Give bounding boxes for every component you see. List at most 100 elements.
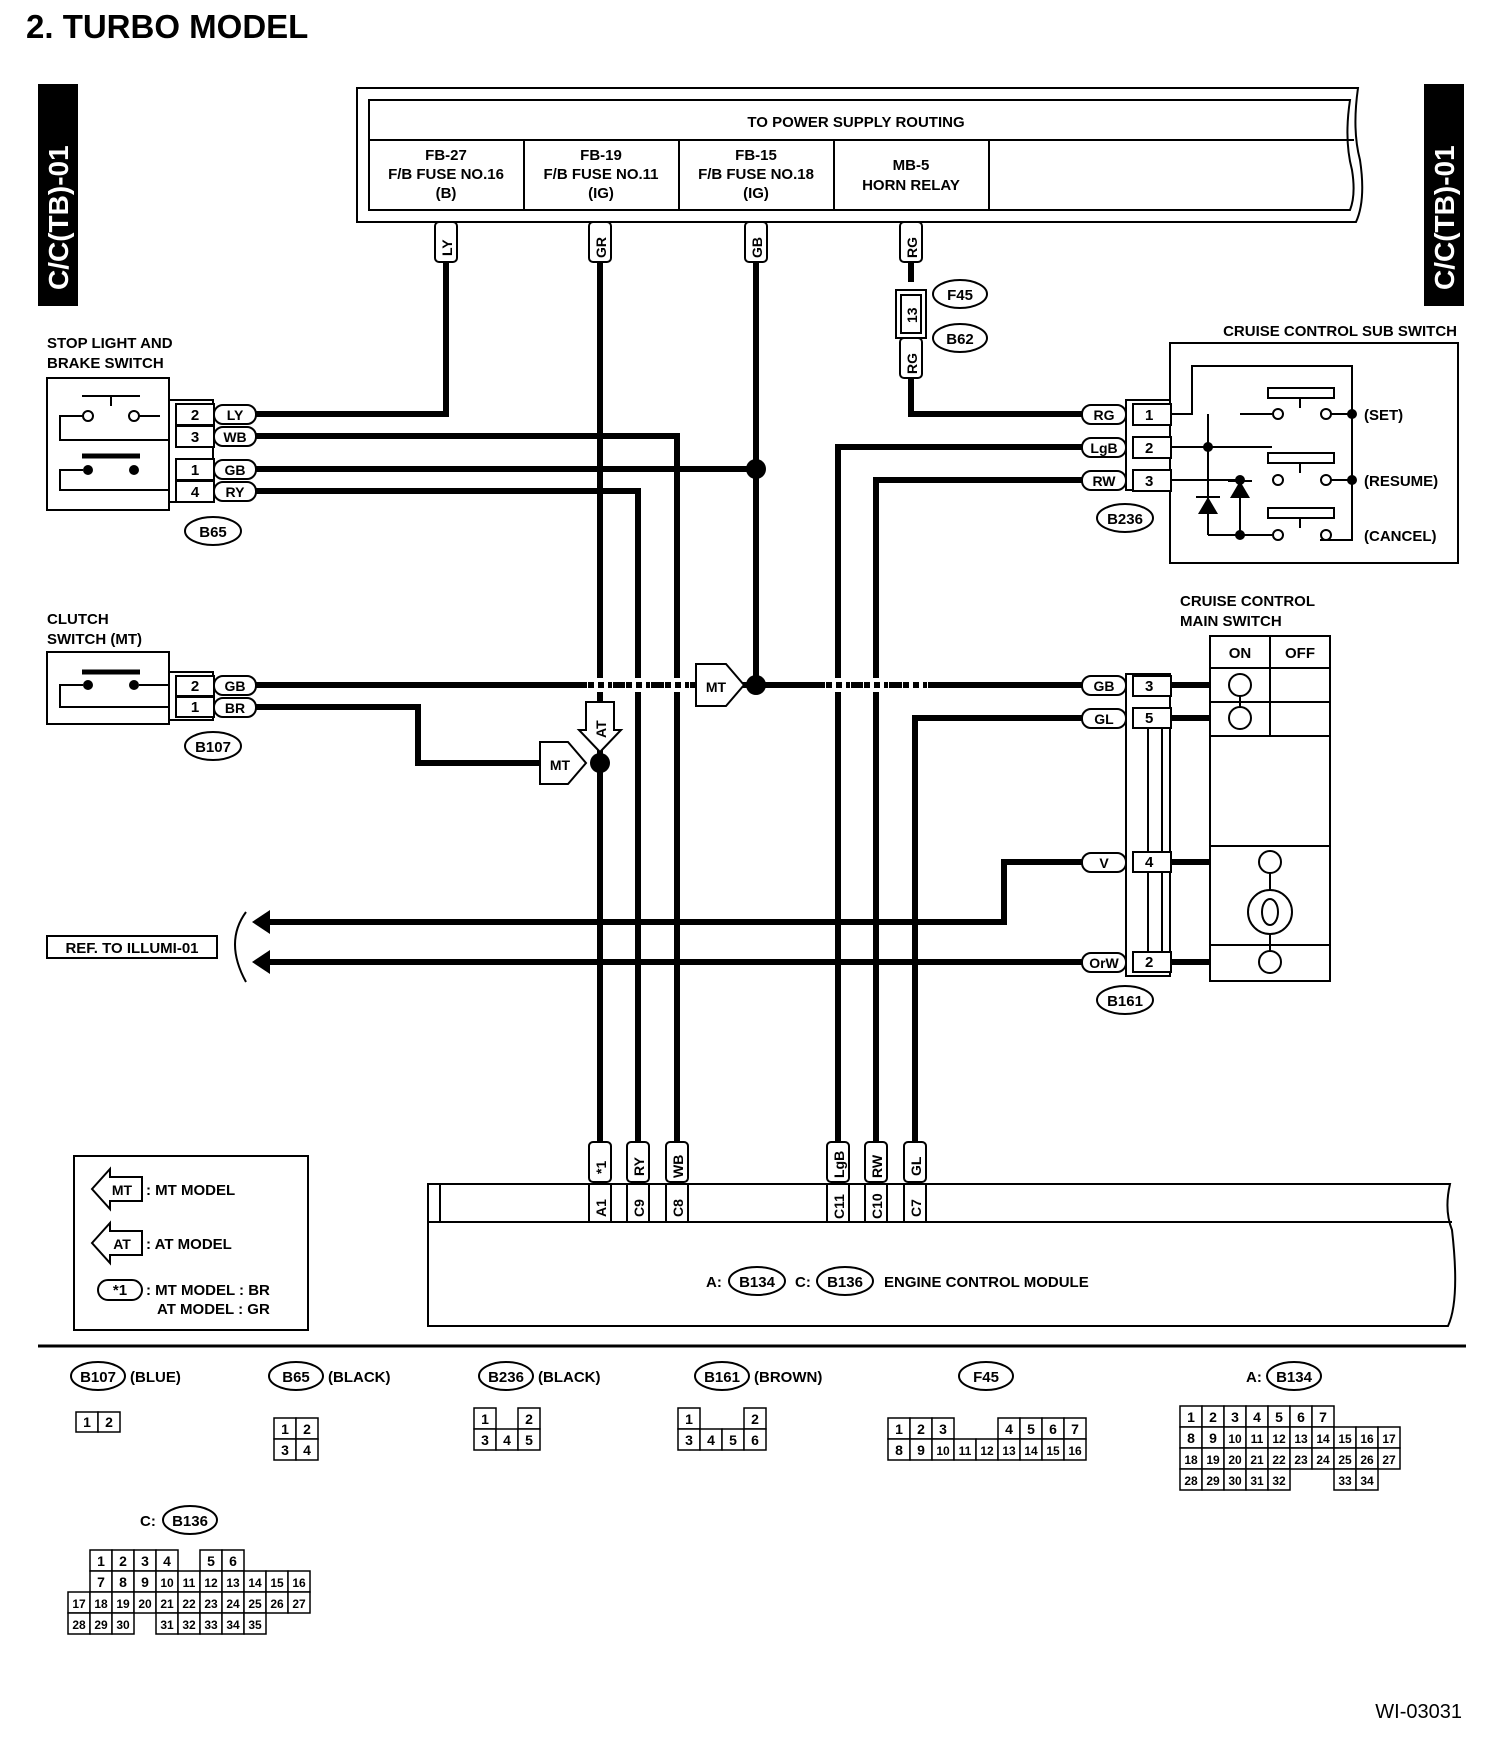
pin-number: 1 bbox=[83, 1414, 91, 1430]
at-flag: AT bbox=[576, 701, 624, 754]
splice-connector: 13 RG F45 B62 bbox=[895, 279, 988, 379]
pin-number: 33 bbox=[204, 1618, 218, 1632]
side-tag-left: C/C(TB)-01 bbox=[38, 84, 78, 306]
svg-text:4: 4 bbox=[191, 484, 200, 501]
pin-number: 29 bbox=[1206, 1474, 1220, 1488]
svg-text:3: 3 bbox=[191, 429, 199, 446]
svg-text:OFF: OFF bbox=[1285, 645, 1315, 662]
pin-number: 16 bbox=[292, 1576, 306, 1590]
connector-tag: B62 bbox=[946, 331, 974, 348]
svg-text:*1: *1 bbox=[113, 1282, 127, 1299]
pin-cell bbox=[1063, 1438, 1087, 1461]
wire-tag: LY bbox=[439, 239, 455, 256]
pin-number: 1 bbox=[97, 1553, 105, 1569]
pin-number: 13 bbox=[226, 1576, 240, 1590]
pin-number: 23 bbox=[204, 1597, 218, 1611]
connector-tag: F45 bbox=[973, 1369, 999, 1386]
ecm-terminal: C9 bbox=[631, 1199, 647, 1217]
fuse-desc: F/B FUSE NO.18 bbox=[698, 166, 814, 183]
svg-text:13: 13 bbox=[904, 307, 920, 323]
connector-tag: B161 bbox=[704, 1369, 740, 1386]
pin-number: 2 bbox=[525, 1411, 533, 1427]
svg-text:SWITCH (MT): SWITCH (MT) bbox=[47, 631, 142, 648]
wire-tag: GL bbox=[1094, 711, 1114, 727]
svg-text:2: 2 bbox=[1145, 440, 1153, 457]
pin-number: 17 bbox=[72, 1597, 86, 1611]
pin-number: 4 bbox=[303, 1442, 311, 1458]
connector-tag: B236 bbox=[1107, 511, 1143, 528]
pin-number: 19 bbox=[1206, 1453, 1220, 1467]
connector-views: B107 (BLUE) B65 (BLACK) B236 (BLACK) B16… bbox=[70, 1361, 1322, 1535]
pin-number: 1 bbox=[1187, 1409, 1195, 1425]
pin-number: 28 bbox=[72, 1618, 86, 1632]
wire-tag: RY bbox=[631, 1156, 647, 1176]
pin-number: 22 bbox=[182, 1597, 196, 1611]
pin-number: 15 bbox=[270, 1576, 284, 1590]
connector-tag: B136 bbox=[827, 1274, 863, 1291]
svg-text:C:: C: bbox=[795, 1274, 811, 1291]
wires bbox=[252, 262, 1210, 1150]
pin-number: 5 bbox=[1027, 1421, 1035, 1437]
fuse-id: FB-19 bbox=[580, 147, 622, 164]
svg-text:: MT MODEL : BR: : MT MODEL : BR bbox=[146, 1282, 270, 1299]
pin-number: 4 bbox=[503, 1432, 511, 1448]
pin-number: 15 bbox=[1338, 1432, 1352, 1446]
pin-number: 4 bbox=[1005, 1421, 1013, 1437]
svg-text:MT: MT bbox=[706, 679, 727, 695]
pin-number: 8 bbox=[895, 1442, 903, 1458]
wire-tag: GB bbox=[1094, 678, 1115, 694]
svg-text:(BROWN): (BROWN) bbox=[754, 1369, 822, 1386]
connector-tag: B236 bbox=[488, 1369, 524, 1386]
svg-text:MT: MT bbox=[112, 1182, 133, 1198]
wire-tag: *1 bbox=[593, 1161, 609, 1174]
svg-text:MT: MT bbox=[550, 757, 571, 773]
ecm-terminal: C10 bbox=[869, 1193, 885, 1219]
svg-text:CRUISE CONTROL: CRUISE CONTROL bbox=[1180, 593, 1315, 610]
svg-text:A:: A: bbox=[1246, 1369, 1262, 1386]
pin-number: 1 bbox=[685, 1411, 693, 1427]
wire-tag: V bbox=[1099, 855, 1109, 871]
pin-number: 26 bbox=[270, 1597, 284, 1611]
pin-number: 12 bbox=[1272, 1432, 1286, 1446]
mt-flag: MT bbox=[695, 663, 746, 707]
relay-id: MB-5 bbox=[893, 157, 930, 174]
svg-text:(BLUE): (BLUE) bbox=[130, 1369, 181, 1386]
svg-text:C:: C: bbox=[140, 1513, 156, 1530]
svg-text:RG: RG bbox=[904, 353, 920, 374]
pin-number: 28 bbox=[1184, 1474, 1198, 1488]
svg-text:2: 2 bbox=[191, 407, 199, 424]
pin-number: 4 bbox=[1253, 1409, 1261, 1425]
pin-number: 9 bbox=[1209, 1430, 1217, 1446]
pin-number: 9 bbox=[141, 1574, 149, 1590]
ecm-terminal: C7 bbox=[908, 1199, 924, 1217]
svg-text:: MT MODEL: : MT MODEL bbox=[146, 1182, 235, 1199]
pin-cell bbox=[743, 1428, 767, 1451]
pin-number: 6 bbox=[229, 1553, 237, 1569]
svg-text:C/C(TB)-01: C/C(TB)-01 bbox=[1429, 145, 1460, 290]
pin-number: 5 bbox=[207, 1553, 215, 1569]
svg-text:(RESUME): (RESUME) bbox=[1364, 473, 1438, 490]
wire-tag: RW bbox=[1092, 473, 1116, 489]
svg-text:1: 1 bbox=[1145, 407, 1153, 424]
wire-tag: BR bbox=[225, 700, 245, 716]
top-wire-tags: LY GR GB RG bbox=[434, 221, 923, 263]
pin-number: 27 bbox=[1382, 1453, 1396, 1467]
pin-number: 7 bbox=[1319, 1409, 1327, 1425]
pin-number: 13 bbox=[1002, 1444, 1016, 1458]
ecm-terminal: C8 bbox=[670, 1199, 686, 1217]
pin-cell bbox=[1377, 1447, 1401, 1470]
pin-cell bbox=[243, 1612, 267, 1635]
svg-text:BRAKE SWITCH: BRAKE SWITCH bbox=[47, 355, 164, 372]
wire-tag: RG bbox=[904, 237, 920, 258]
pin-number: 24 bbox=[226, 1597, 240, 1611]
svg-text:(CANCEL): (CANCEL) bbox=[1364, 528, 1437, 545]
pin-number: 5 bbox=[525, 1432, 533, 1448]
pin-cell bbox=[1267, 1468, 1291, 1491]
fuse-id: FB-15 bbox=[735, 147, 777, 164]
pin-number: 4 bbox=[707, 1432, 715, 1448]
svg-text:5: 5 bbox=[1145, 710, 1153, 727]
pin-number: 5 bbox=[729, 1432, 737, 1448]
pin-cell bbox=[517, 1428, 541, 1451]
svg-text:2: 2 bbox=[191, 678, 199, 695]
